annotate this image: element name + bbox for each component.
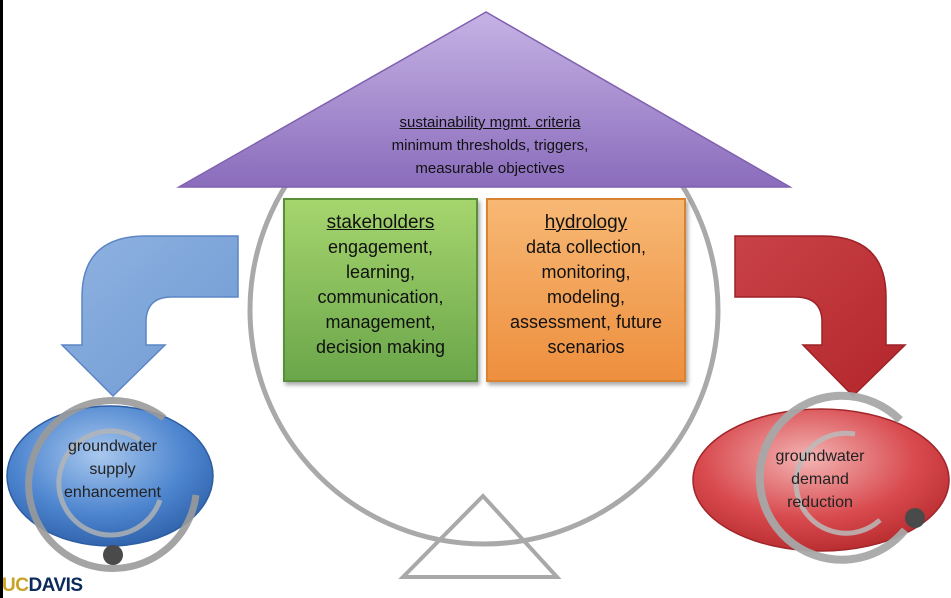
logo-uc: UC xyxy=(2,575,29,596)
stakeholders-line: learning, xyxy=(345,262,416,282)
stakeholders-heading: stakeholders xyxy=(326,212,435,233)
supply-gauge-inner xyxy=(56,428,163,538)
hydrology-line: assessment, future xyxy=(509,312,663,332)
supply-gauge-dot xyxy=(103,545,123,565)
supply-gauge-swirl xyxy=(25,397,200,572)
ucdavis-logo: UCDAVIS xyxy=(2,575,83,597)
demand-oval xyxy=(692,408,950,552)
roof-line-2: measurable objectives xyxy=(415,160,565,177)
roof-line-1: minimum thresholds, triggers, xyxy=(391,137,589,154)
supply-line: supply xyxy=(89,461,136,478)
demand-gauge-swirl xyxy=(755,391,909,564)
stakeholders-box: stakeholders engagement, learning, commu… xyxy=(283,198,478,382)
roof-heading: sustainability mgmt. criteria xyxy=(399,114,581,131)
demand-gauge-dot xyxy=(905,508,925,528)
demand-arrow xyxy=(734,235,907,398)
supply-arrow xyxy=(60,235,239,398)
supply-line: enhancement xyxy=(64,484,161,501)
demand-line: reduction xyxy=(787,494,853,511)
hydrology-line: scenarios xyxy=(547,337,625,357)
stakeholders-line: decision making xyxy=(315,337,446,357)
hydrology-line: data collection, xyxy=(525,237,647,257)
demand-line: demand xyxy=(791,471,849,488)
demand-line: groundwater xyxy=(775,448,865,465)
hydrology-line: modeling, xyxy=(546,287,626,307)
stakeholders-line: communication, xyxy=(317,287,444,307)
demand-label: groundwater demand reduction xyxy=(750,445,890,514)
left-border xyxy=(0,0,3,598)
supply-line: groundwater xyxy=(68,438,157,455)
fulcrum-triangle xyxy=(398,493,562,579)
logo-davis: DAVIS xyxy=(28,575,83,596)
hydrology-line: monitoring, xyxy=(541,262,631,282)
roof-label: sustainability mgmt. criteria minimum th… xyxy=(300,111,680,180)
hydrology-heading: hydrology xyxy=(544,212,628,233)
demand-gauge-inner xyxy=(793,430,882,536)
stakeholders-line: management, xyxy=(325,312,436,332)
hydrology-box: hydrology data collection, monitoring, m… xyxy=(486,198,686,382)
stakeholders-line: engagement, xyxy=(327,237,434,257)
roof-triangle xyxy=(176,11,793,188)
supply-label: groundwater supply enhancement xyxy=(50,435,175,504)
